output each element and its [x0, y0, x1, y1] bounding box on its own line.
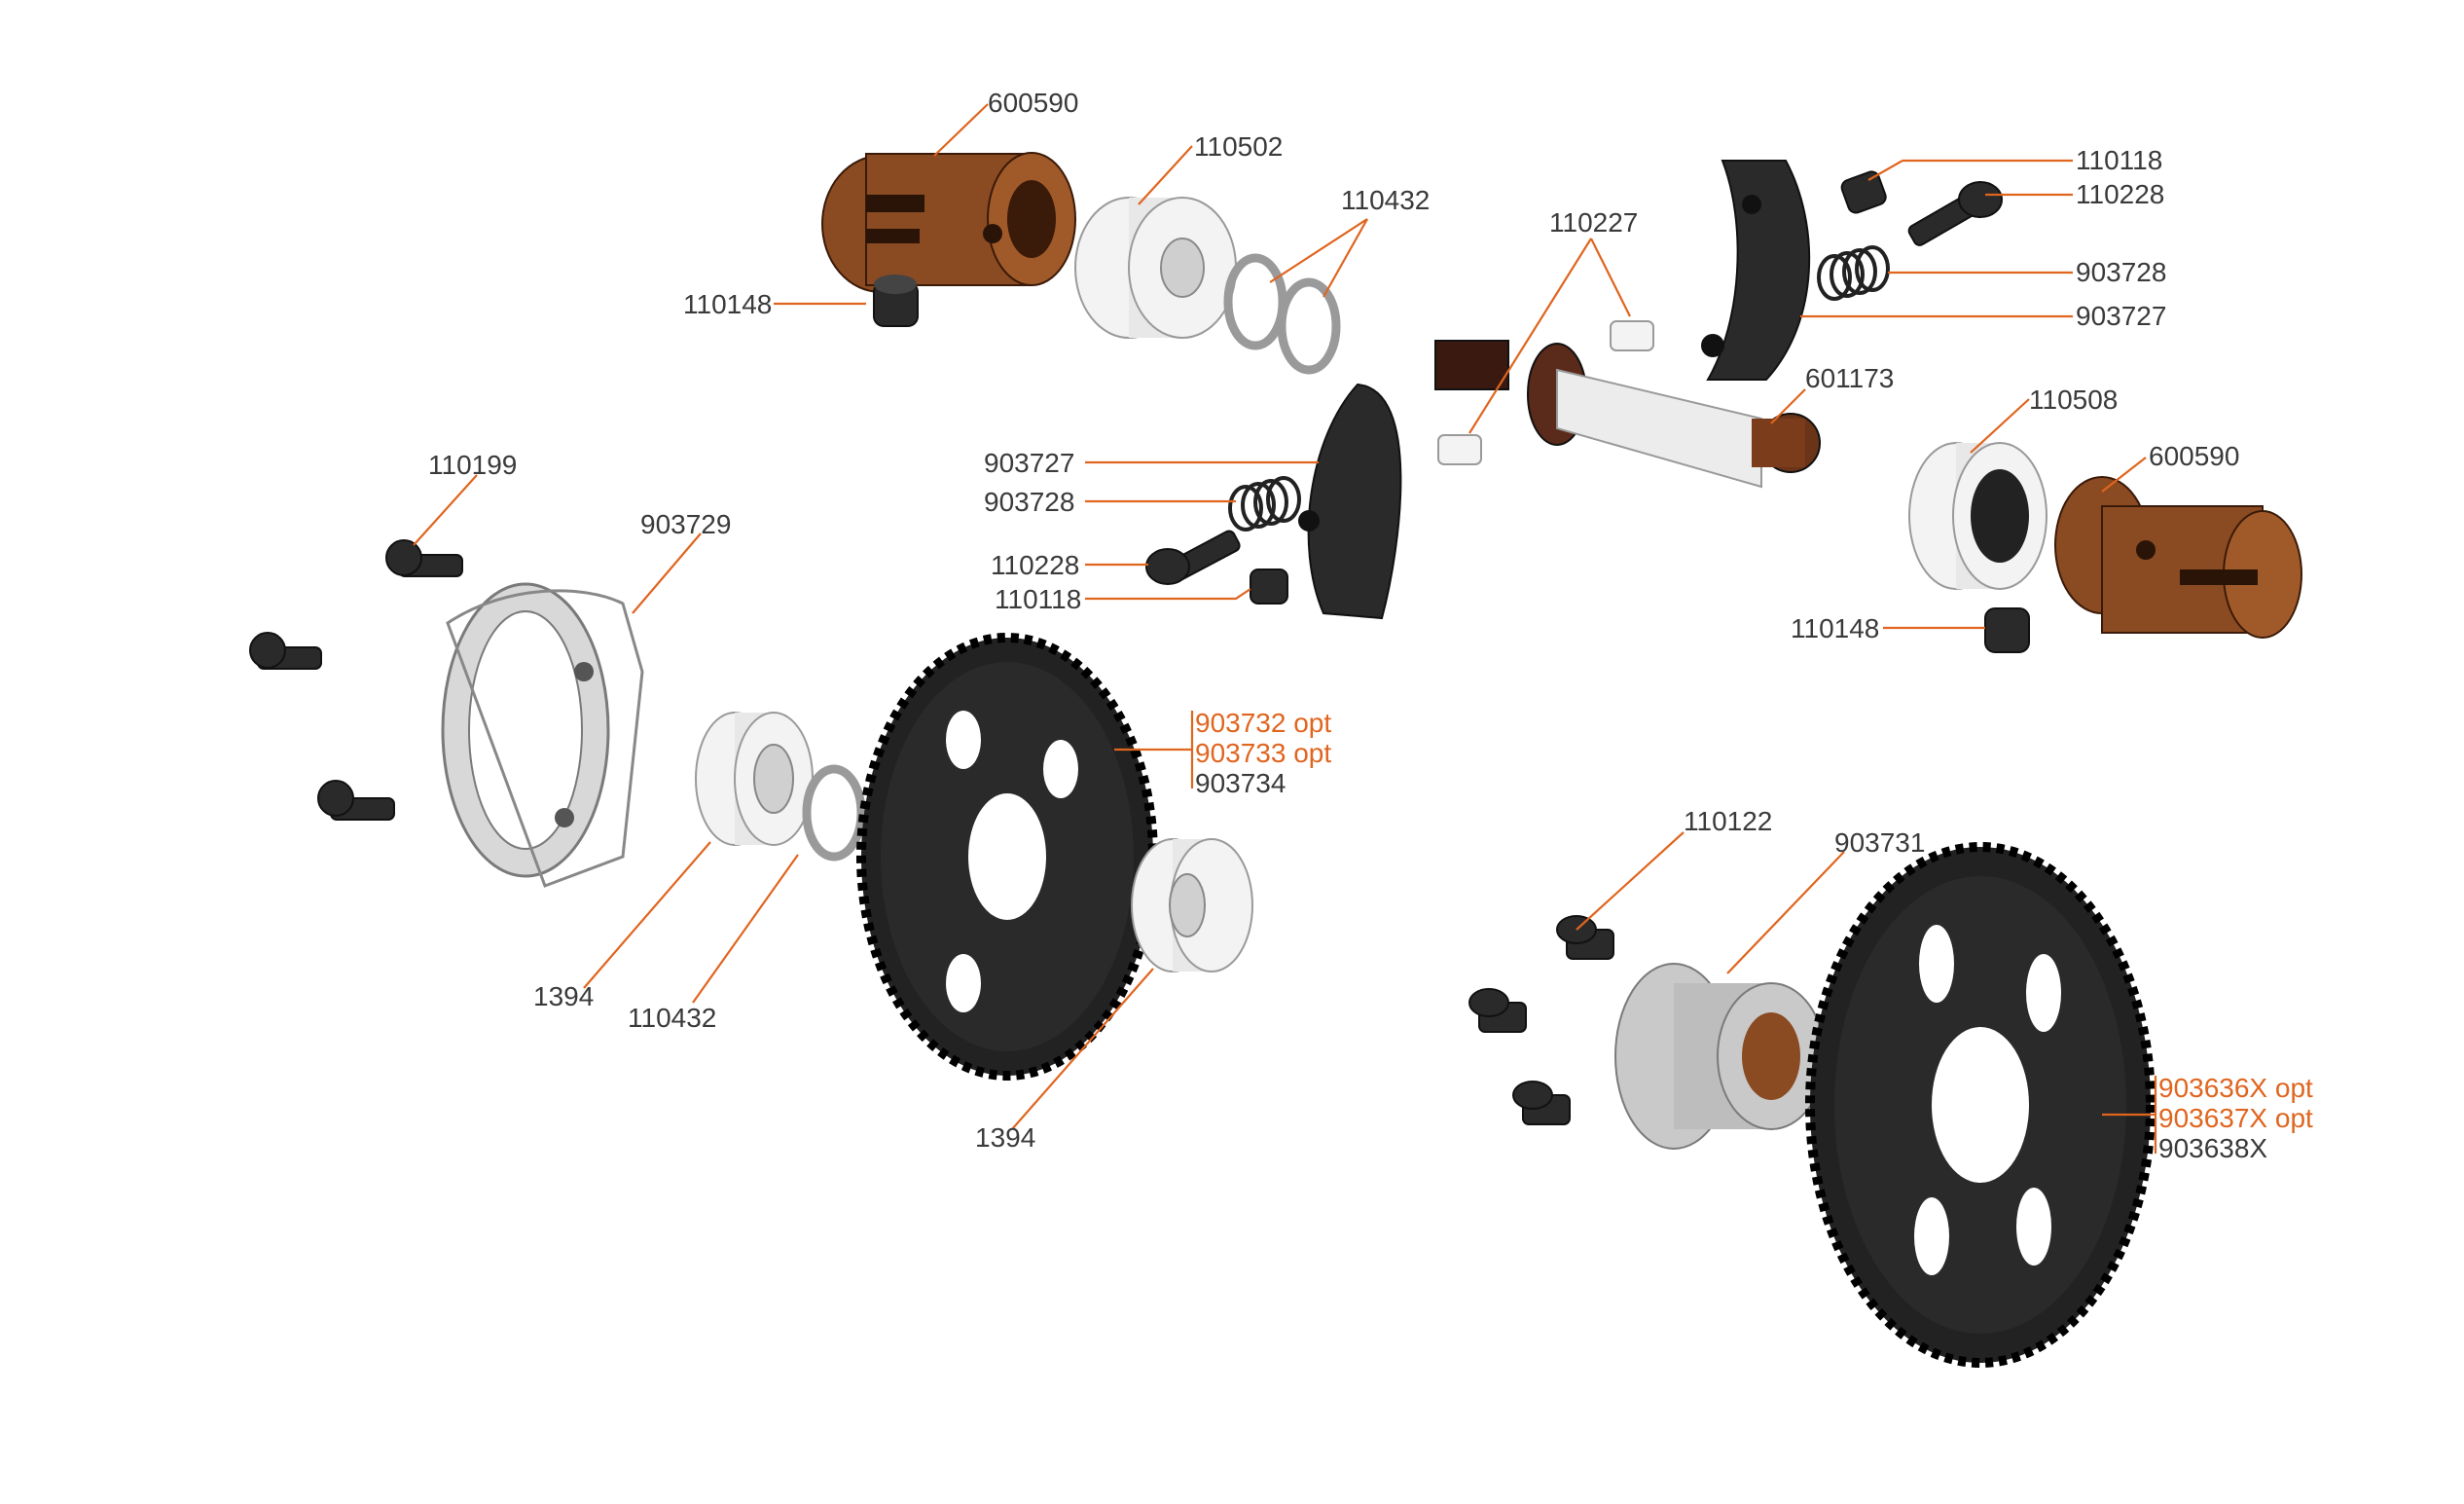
- leader-lines: [413, 103, 2157, 1154]
- label-shaft: 601173: [1805, 363, 1894, 393]
- spur-gear-large-left: [856, 633, 1158, 1081]
- clutch-bell-cup-right: [2054, 476, 2302, 639]
- label-pins: 110227: [1549, 207, 1638, 238]
- spur-gear-large-right: [1805, 842, 2156, 1368]
- label-setscrew-top-right: 110118: [2076, 145, 2162, 175]
- label-cup-top-left: 600590: [988, 88, 1078, 118]
- label-bearing-a: 1394: [533, 981, 594, 1011]
- label-shim-lower: 110432: [628, 1003, 716, 1033]
- label-bearing-b: 1394: [975, 1122, 1035, 1153]
- label-shoe-top-right: 903727: [2076, 301, 2166, 331]
- set-screw-top-left: [873, 275, 919, 327]
- label-gear1-opt1: 903732 opt: [1195, 708, 1331, 738]
- label-bearing-top: 110502: [1194, 131, 1283, 162]
- label-gear2-opt1: 903636X opt: [2158, 1073, 2313, 1103]
- ball-bearing-right: [1908, 442, 2047, 590]
- label-screw-hub: 110122: [1684, 806, 1772, 836]
- cap-bolt-left: [1145, 530, 1241, 585]
- set-screw-left: [1250, 569, 1288, 605]
- label-gear2-std: 903638X: [2158, 1133, 2267, 1163]
- clutch-bell-housing: [441, 582, 644, 888]
- bell-bolts: [249, 539, 463, 821]
- label-spring-top-right: 903728: [2076, 257, 2166, 287]
- clutch-shaft: [1434, 340, 1821, 489]
- label-shoe-left: 903727: [984, 448, 1074, 478]
- spring-top-right: [1817, 245, 1890, 301]
- label-gear1-std: 903734: [1195, 768, 1286, 798]
- shim-washer-lower: [802, 764, 866, 862]
- label-bolt-bell: 110199: [428, 450, 517, 480]
- cap-bolt-top-right: [1907, 181, 2003, 246]
- gear-hub: [1614, 963, 1826, 1150]
- clutch-shoe-top-right: [1701, 160, 1811, 381]
- label-bearing-right: 110508: [2029, 385, 2118, 415]
- clutch-shoe-left: [1298, 383, 1402, 620]
- flanged-bearing-b: [1131, 838, 1253, 972]
- hub-screws: [1468, 915, 1614, 1125]
- flanged-bearing-a: [695, 712, 814, 846]
- label-setscrew-top-left: 110148: [683, 289, 772, 319]
- label-setscrew-right: 110148: [1791, 613, 1879, 643]
- ball-bearing-top: [1074, 197, 1237, 339]
- label-cup-right: 600590: [2149, 441, 2239, 471]
- label-shim-top: 110432: [1341, 185, 1430, 215]
- label-gear2-opt2: 903637X opt: [2158, 1103, 2313, 1133]
- label-spring-left: 903728: [984, 487, 1074, 517]
- label-bolt-left: 110228: [991, 550, 1079, 580]
- label-setscrew-left: 110118: [995, 584, 1081, 614]
- label-hub: 903731: [1834, 827, 1925, 858]
- spring-left: [1228, 476, 1301, 532]
- clutch-bell-cup-top-left: [821, 152, 1076, 293]
- set-screw-top-right: [1840, 170, 1887, 214]
- label-bell: 903729: [640, 509, 731, 539]
- label-gear1-opt2: 903733 opt: [1195, 738, 1331, 768]
- set-screw-right: [1984, 607, 2030, 653]
- shim-washers-top: [1223, 253, 1341, 375]
- pins: [1437, 320, 1654, 465]
- label-bolt-top-right: 110228: [2076, 179, 2164, 209]
